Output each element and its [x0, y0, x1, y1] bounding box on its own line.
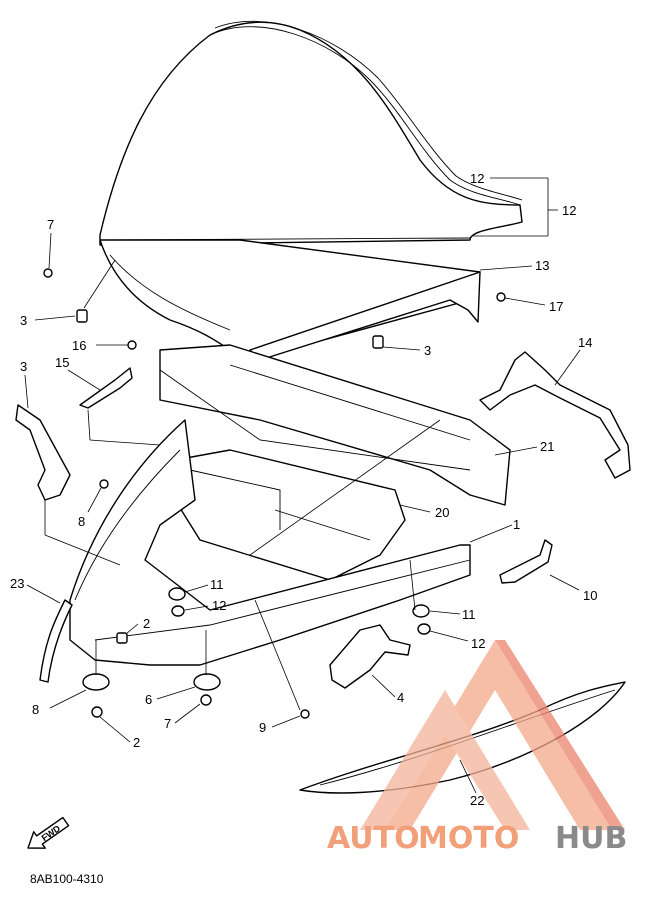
callout-5: 3: [20, 359, 27, 374]
callout-8-left: 8: [78, 514, 85, 529]
callout-8-right: 9: [259, 720, 266, 735]
windscreen: [99, 20, 523, 246]
callout-18: 13: [535, 258, 549, 273]
callout-11-left: 11: [210, 577, 224, 592]
callout-numbers: 12 12 7 13 17 3 3 16 14 15 3 21 8 20 1 2…: [10, 171, 597, 808]
callout-14: 15: [55, 355, 69, 370]
drawing-code: 8AB100-4310: [30, 872, 104, 886]
callout-19: 14: [578, 335, 592, 350]
watermark-logo: [360, 640, 625, 830]
watermark-moto: MOTO: [418, 821, 519, 856]
watermark-hub: HUB: [555, 821, 627, 856]
callout-15-right: 17: [549, 299, 563, 314]
upper-cowling: [99, 239, 481, 361]
strip-23: [39, 599, 73, 683]
callout-1: 1: [513, 517, 520, 532]
callout-3-mid: 3: [424, 343, 431, 358]
callout-7: 7: [164, 716, 171, 731]
leader-lines: [24, 177, 581, 794]
callout-2: 2: [133, 735, 140, 750]
callout-17: 12: [470, 171, 484, 186]
watermark-auto: AUTO: [327, 821, 420, 856]
callout-20: 20: [435, 505, 449, 520]
fasteners: [43, 268, 506, 719]
callout-12-left: 12: [212, 598, 226, 613]
callout-11-right: 11: [462, 607, 476, 622]
callout-13: 10: [583, 588, 597, 603]
callout-4: 4: [397, 690, 404, 705]
callout-10: 8: [32, 702, 39, 717]
callout-12-right: 12: [471, 636, 485, 651]
callout-16: 12: [562, 203, 576, 218]
fwd-arrow-icon: FWD: [27, 816, 70, 849]
watermark-text: AUTO MOTO HUB: [327, 821, 627, 856]
callout-3-left: 3: [20, 313, 27, 328]
bracket-4: [329, 624, 411, 689]
callout-9: 7: [47, 217, 54, 232]
bracket-5: [15, 404, 71, 501]
callout-23: 23: [10, 576, 24, 591]
callout-22: 22: [470, 793, 484, 808]
bracket-14: [79, 367, 133, 409]
callout-15-left: 16: [72, 338, 86, 353]
bracket-13: [499, 539, 553, 584]
callout-21: 21: [540, 439, 554, 454]
assembly-lines: [44, 259, 441, 711]
bracket-19: [479, 351, 631, 479]
inner-panel: [174, 449, 406, 581]
callout-6: 6: [145, 692, 152, 707]
callout-3-low: 2: [143, 616, 150, 631]
lower-cowling: [69, 419, 471, 666]
